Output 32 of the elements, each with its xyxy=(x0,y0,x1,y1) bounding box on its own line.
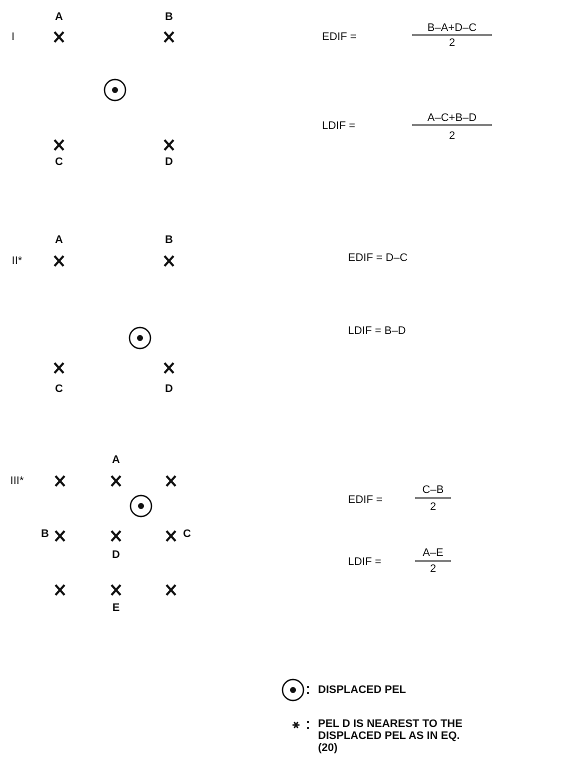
legend-text: DISPLACED PEL xyxy=(318,684,406,696)
point-label: D xyxy=(165,383,173,395)
formula-text: LDIF = xyxy=(322,120,356,132)
point-label: D xyxy=(112,549,120,561)
formula-text: EDIF = xyxy=(322,31,357,43)
point-label: E xyxy=(112,602,120,614)
panel-number: II* xyxy=(12,255,22,267)
point-label: B xyxy=(165,234,173,246)
point-label: C xyxy=(55,383,63,395)
fraction-numerator: A–C+B–D xyxy=(427,112,477,124)
point-label: C xyxy=(183,528,191,540)
formula-text: EDIF = xyxy=(348,494,383,506)
point-label: B xyxy=(41,528,49,540)
panel-number: III* xyxy=(10,475,24,487)
point-label: C xyxy=(55,156,63,168)
point-label: A xyxy=(112,454,120,466)
formula-text: LDIF = xyxy=(348,556,382,568)
fraction-numerator: C–B xyxy=(422,484,444,496)
panel-number: I xyxy=(11,31,15,43)
legend-text: PEL D IS NEAREST TO THE DISPLACED PEL AS IN EQ. (20) xyxy=(318,718,464,754)
fraction-denominator: 2 xyxy=(430,501,436,513)
point-label: A xyxy=(55,234,63,246)
fraction-denominator: 2 xyxy=(448,130,456,142)
fraction-numerator: B–A+D–C xyxy=(427,22,477,34)
formula-text: LDIF = B–D xyxy=(348,325,406,337)
point-label: D xyxy=(165,156,173,168)
point-label: B xyxy=(165,11,173,23)
formula-text: EDIF = D–C xyxy=(348,252,408,264)
fraction-numerator: A–E xyxy=(422,547,444,559)
point-label: A xyxy=(55,11,63,23)
fraction-denominator: 2 xyxy=(430,563,436,575)
fraction-denominator: 2 xyxy=(448,37,456,49)
